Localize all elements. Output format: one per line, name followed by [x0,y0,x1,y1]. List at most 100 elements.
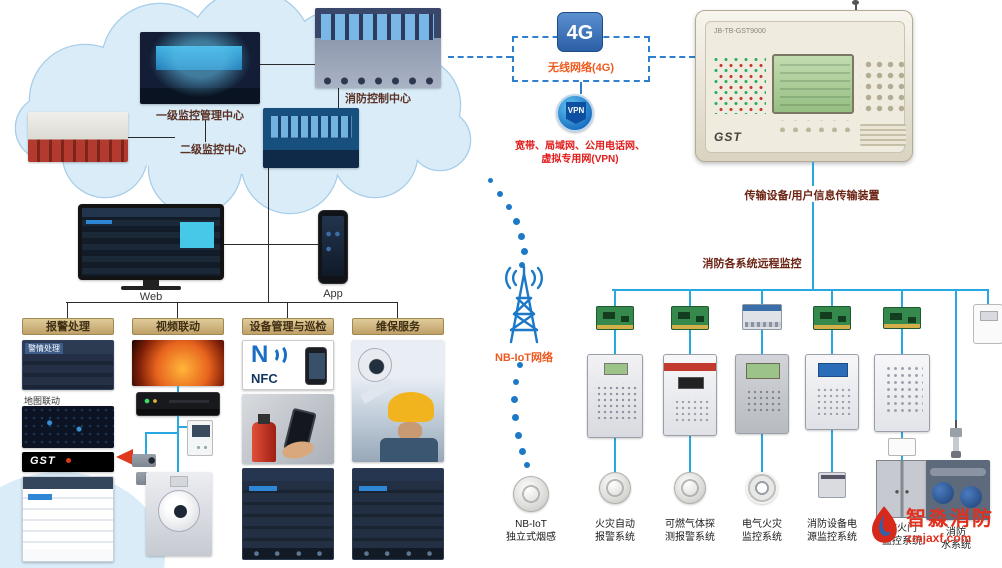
signal-dot [519,448,526,455]
connector [397,302,398,318]
photo-fire-control-center [315,8,441,88]
photo-extinguisher-inspection [242,394,334,464]
vpn-icon: VPN [556,94,594,132]
gas-detector [674,472,706,504]
fire-door [876,460,928,518]
wired-caption-line1: 宽带、局域网、公用电话网、 [515,141,645,152]
photo-level1-center [140,32,260,104]
web-monitor-screen [82,208,220,276]
connector [269,244,318,245]
connector [66,302,398,303]
connector-dashed [650,56,695,58]
signal-dot [517,362,523,368]
signal-dot [518,233,525,240]
screenshot-alarm-handling: 警情处理 [22,340,114,390]
nfc-wave-icon [271,344,287,366]
nfc-phone-icon [305,347,327,385]
connector [179,426,187,428]
system-label-power-monitor: 消防设备电源监控系统 [807,519,857,543]
photo-fire-video [132,340,224,386]
door-release-module [888,438,916,456]
module-header-device: 设备管理与巡检 [242,318,334,335]
monitor-stand [143,280,159,286]
power-monitor-module [818,472,846,498]
nbiot-smoke-detector [513,476,549,512]
signal-dot [515,432,522,439]
watermark-site: zmjaxf.com [906,531,972,545]
nfc-n-logo: N [251,341,269,368]
lcd-screen [772,54,854,114]
connector-dashed [448,56,512,58]
nbiot-tower-icon [505,266,543,344]
connector [67,302,68,318]
signal-dot [513,218,520,225]
signal-dot [519,262,525,268]
gst-logo-text: GST [30,455,56,467]
connector [224,244,268,245]
water-monitor-module [973,304,1002,344]
system-label-fire-door: 防火门监控系统 [882,523,922,547]
screenshot-inspection-app [242,468,334,560]
monitor-base [121,286,181,290]
map-linkage-label: 地图联动 [24,396,61,406]
connector [205,120,206,142]
indoor-station-device [187,420,213,456]
signal-dot [506,204,512,210]
connector [145,432,179,434]
interface-board [813,306,851,330]
connector [145,434,147,454]
module-header-alarm: 报警处理 [22,318,114,335]
watermark-brand: 智淼消防 [906,508,994,530]
alarm-sub-label: 警情处理 [25,343,63,354]
signal-dot [512,414,519,421]
nfc-label: NFC [251,371,278,386]
app-phone-screen [322,216,344,276]
led-grid [714,58,766,114]
connector [338,88,339,108]
app-label: App [323,288,343,300]
cctv-camera-icon [132,454,156,467]
photo-maintenance-worker [352,340,444,462]
signal-dot [488,178,493,183]
panel-brand-logo: GST [714,130,742,144]
4g-caption: 无线网络(4G) [548,62,614,74]
system-label-electrical-fire: 电气火灾监控系统 [742,519,782,543]
antenna-icon [855,1,857,11]
connector [812,202,814,290]
system-label-gas-alarm: 可燃气体探测报警系统 [665,519,715,543]
smoke-detector [599,472,631,504]
nfc-card: N NFC [242,340,334,390]
power-monitor-panel [805,354,859,430]
antenna-tip [852,0,859,5]
gas-alarm-panel [663,354,717,436]
vpn-shield: VPN [566,102,586,124]
connector [812,162,814,186]
system-label-fire-alarm: 火灾自动报警系统 [595,519,635,543]
bus-line [612,289,989,291]
screenshot-alarm-app [22,476,114,562]
wired-caption-line2: 虚拟专用网(VPN) [541,154,619,165]
signal-dot [513,379,519,385]
pressure-sensor [948,420,964,458]
signal-dot [497,191,503,197]
screenshot-map-linkage [22,406,114,448]
nbiot-caption: NB-IoT网络 [494,352,554,364]
fire-alarm-panel [587,354,643,438]
transmitter-face: JB-TB-GST9000 GST [705,21,906,153]
connector [987,289,989,305]
watermark-flame-icon [871,506,897,543]
transmitter-caption: 传输设备/用户信息传输装置 [744,190,880,202]
module-header-maintenance: 维保服务 [352,318,444,335]
module-header-video: 视频联动 [132,318,224,335]
photo-fire-pump [926,460,990,520]
connector [177,416,179,472]
keypad [860,56,906,112]
connector [268,168,269,303]
transmitter-model: JB-TB-GST9000 [714,28,766,35]
connector [177,386,179,392]
web-label: Web [139,291,163,303]
monitor-module [742,304,782,330]
electrical-fire-panel [735,354,789,434]
